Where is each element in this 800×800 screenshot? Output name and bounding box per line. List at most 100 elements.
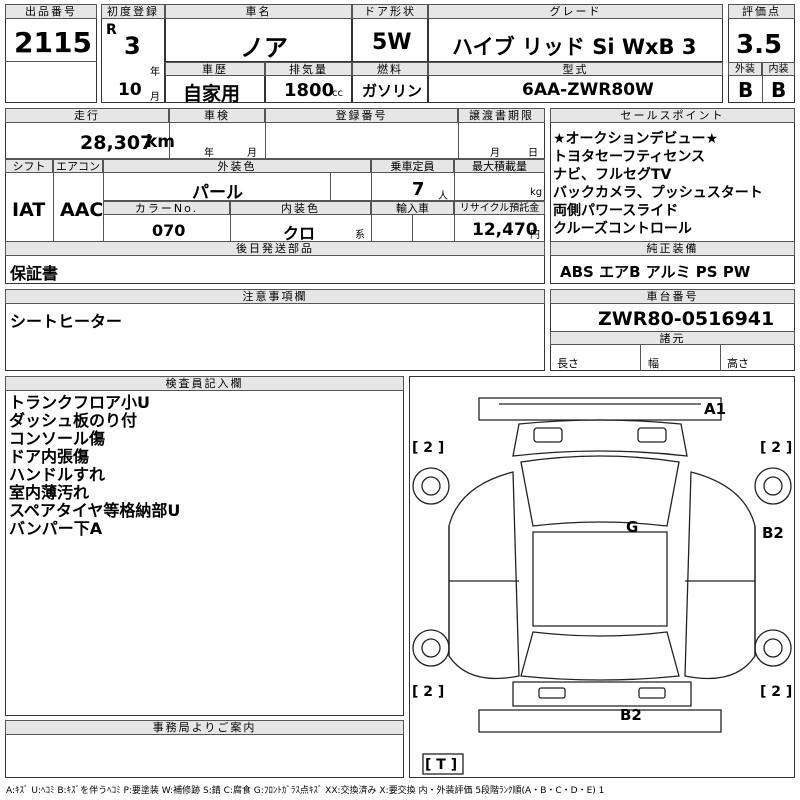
grade: ハイブ リッド Si WxB 3 xyxy=(452,35,697,59)
score: 3.5 xyxy=(736,30,783,60)
name-label: 車名 xyxy=(165,4,352,19)
cc-unit: cc xyxy=(332,88,343,99)
spec-width: 幅 xyxy=(648,357,659,370)
divider xyxy=(720,345,721,371)
month-unit: 月 xyxy=(150,92,160,103)
mileage-label: 走行 xyxy=(5,108,169,123)
damage-g: G xyxy=(626,518,639,536)
inspector-note: スペアタイヤ等格納部U xyxy=(9,501,181,520)
inspector-note: トランクフロア小U xyxy=(9,393,150,412)
yen-unit: 円 xyxy=(530,230,540,241)
inspector-notes: トランクフロア小U ダッシュ板のり付 コンソール傷 ドア内張傷 ハンドルすれ 室… xyxy=(9,394,180,538)
damage-legend: A:ｷｽﾞ U:ﾍｺﾐ B:ｷｽﾞを伴うﾍｺﾐ P:要塗装 W:補修跡 S:錆 … xyxy=(6,786,605,796)
spec-length: 長さ xyxy=(557,357,579,370)
lot-number: 2115 xyxy=(14,26,92,59)
recycle-fee: 12,470 xyxy=(472,220,538,240)
spec-height: 高さ xyxy=(727,357,749,370)
notes-label: 注意事項欄 xyxy=(5,289,545,304)
mileage: 28,307 xyxy=(80,132,154,154)
body-color: パール xyxy=(192,183,243,203)
spare-tire: [ T ] xyxy=(425,757,458,773)
tire-front-right: [ 2 ] xyxy=(760,440,793,456)
load-label: 最大積載量 xyxy=(454,159,545,173)
km-unit: km xyxy=(146,132,176,152)
transfer-month-unit: 月 xyxy=(490,148,500,159)
equipment: ABS エアB アルミ PS PW xyxy=(560,263,751,281)
tire-rear-left: [ 2 ] xyxy=(412,684,445,700)
divider xyxy=(640,345,641,371)
ac-label: エアコン xyxy=(53,159,103,173)
sales-point: ★オークションデビュー★ xyxy=(553,131,719,147)
inspection-label: 車検 xyxy=(169,108,265,123)
door-label: ドア形状 xyxy=(352,4,428,19)
chassis-number: ZWR80-0516941 xyxy=(598,308,775,330)
office-label: 事務局よりご案内 xyxy=(5,720,404,735)
shift-label: シフト xyxy=(5,159,53,173)
ext-grade: B xyxy=(738,78,754,102)
divider xyxy=(412,215,413,241)
car-diagram xyxy=(412,397,792,775)
reg-month: 10 xyxy=(118,80,142,100)
divider xyxy=(762,62,763,103)
ac: AAC xyxy=(60,199,104,221)
divider xyxy=(53,173,54,241)
model-label: 型式 xyxy=(428,62,723,76)
shift: IAT xyxy=(12,199,46,221)
sales-point: 両側パワースライド xyxy=(553,203,679,219)
inspector-note: バンパー下A xyxy=(9,519,103,538)
kg-unit: kg xyxy=(530,187,543,198)
later-parts: 保証書 xyxy=(10,264,59,283)
door-type: 5W xyxy=(372,30,412,55)
int-grade: B xyxy=(771,78,787,102)
sales-label: セールスポイント xyxy=(550,108,795,123)
sales-point: トヨタセーフティセンス xyxy=(553,149,706,165)
divider xyxy=(265,123,266,158)
int-label: 内装 xyxy=(762,62,795,76)
history-label: 車歴 xyxy=(165,62,265,76)
divider xyxy=(230,215,231,241)
recycle-label: リサイクル預託金 xyxy=(454,201,545,215)
reg-year: 3 xyxy=(124,32,141,60)
inspector-note: ダッシュ板のり付 xyxy=(9,411,138,430)
divider xyxy=(169,123,170,158)
interior-color: クロ xyxy=(283,224,316,243)
ext-label: 外装 xyxy=(728,62,762,76)
import-label: 輸入車 xyxy=(371,201,454,215)
displacement-label: 排気量 xyxy=(265,62,352,76)
capacity-label: 乗車定員 xyxy=(371,159,454,173)
diagram-section xyxy=(409,376,795,778)
car-name: ノア xyxy=(240,34,288,62)
notes-text: シートヒーター xyxy=(10,312,123,331)
inspector-note: ドア内張傷 xyxy=(9,447,90,466)
inspection-year-unit: 年 xyxy=(204,148,214,159)
era: R xyxy=(106,22,117,38)
sales-point: バックカメラ、プッシュスタート xyxy=(553,185,763,201)
kei-unit: 系 xyxy=(355,230,365,241)
capacity: 7 xyxy=(412,179,425,200)
color-label: 外装色 xyxy=(103,159,371,173)
inspector-label: 検査員記入欄 xyxy=(5,376,404,391)
fuel-label: 燃料 xyxy=(352,62,428,76)
colorno-label: カラーNo. xyxy=(103,201,230,215)
tire-front-left: [ 2 ] xyxy=(412,440,445,456)
intcolor-label: 内装色 xyxy=(230,201,371,215)
inspector-note: 室内薄汚れ xyxy=(9,483,90,502)
divider xyxy=(330,173,331,200)
model-code: 6AA-ZWR80W xyxy=(522,80,654,100)
later-label: 後日発送部品 xyxy=(5,241,545,256)
chassis-label: 車台番号 xyxy=(550,289,795,304)
inspector-note: ハンドルすれ xyxy=(9,465,106,484)
transfer-day-unit: 日 xyxy=(528,148,538,159)
sales-points: ★オークションデビュー★ トヨタセーフティセンス ナビ、フルセグTV バックカメ… xyxy=(553,130,763,238)
sales-point: ナビ、フルセグTV xyxy=(553,167,672,183)
regno-label: 登録番号 xyxy=(265,108,458,123)
person-unit: 人 xyxy=(438,191,448,202)
divider xyxy=(458,123,459,158)
fuel: ガソリン xyxy=(362,82,423,100)
grade-label: グレード xyxy=(428,4,723,19)
inspector-note: コンソール傷 xyxy=(9,429,106,448)
divider xyxy=(5,61,97,62)
first-reg-label: 初度登録 xyxy=(101,4,165,19)
displacement: 1800 xyxy=(284,80,335,101)
divider xyxy=(5,158,545,159)
